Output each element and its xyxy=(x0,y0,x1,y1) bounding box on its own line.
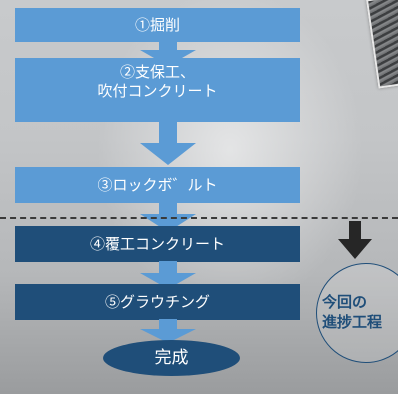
progress-legend-text: 今回の 進捗工程 xyxy=(322,292,398,332)
step-rock-bolt-label: ③ロックボ゛ルト xyxy=(97,176,218,194)
step-support-line2: 吹付コンクリート xyxy=(97,82,218,100)
step-lining-concrete-label: ④覆工コンクリート xyxy=(89,235,225,253)
down-arrow-icon xyxy=(140,261,196,289)
step-support-shotcrete: ②支保工、 吹付コンクリート xyxy=(15,58,300,122)
step-excavation: ①掘削 xyxy=(15,8,300,42)
step-support-line1: ②支保工、 xyxy=(119,63,195,81)
step-lining-concrete: ④覆工コンクリート xyxy=(15,226,300,262)
step-rock-bolt: ③ロックボ゛ルト xyxy=(15,167,300,203)
step-grouting-label: ⑤グラウチング xyxy=(104,293,210,311)
progress-legend-circle xyxy=(316,263,398,363)
down-arrow-icon xyxy=(140,319,196,343)
down-arrow-icon xyxy=(140,121,196,165)
progress-divider xyxy=(0,217,398,219)
step-grouting: ⑤グラウチング xyxy=(15,284,300,320)
tunnel-photo-thumbnail xyxy=(365,0,398,89)
progress-down-arrow-icon xyxy=(338,221,372,259)
completion-label: 完成 xyxy=(154,348,189,368)
step-excavation-label: ①掘削 xyxy=(134,16,180,34)
progress-legend-line1: 今回の xyxy=(322,293,368,311)
progress-legend-line2: 進捗工程 xyxy=(322,313,383,331)
down-arrow-icon xyxy=(140,40,196,66)
completion-ellipse: 完成 xyxy=(103,340,240,376)
